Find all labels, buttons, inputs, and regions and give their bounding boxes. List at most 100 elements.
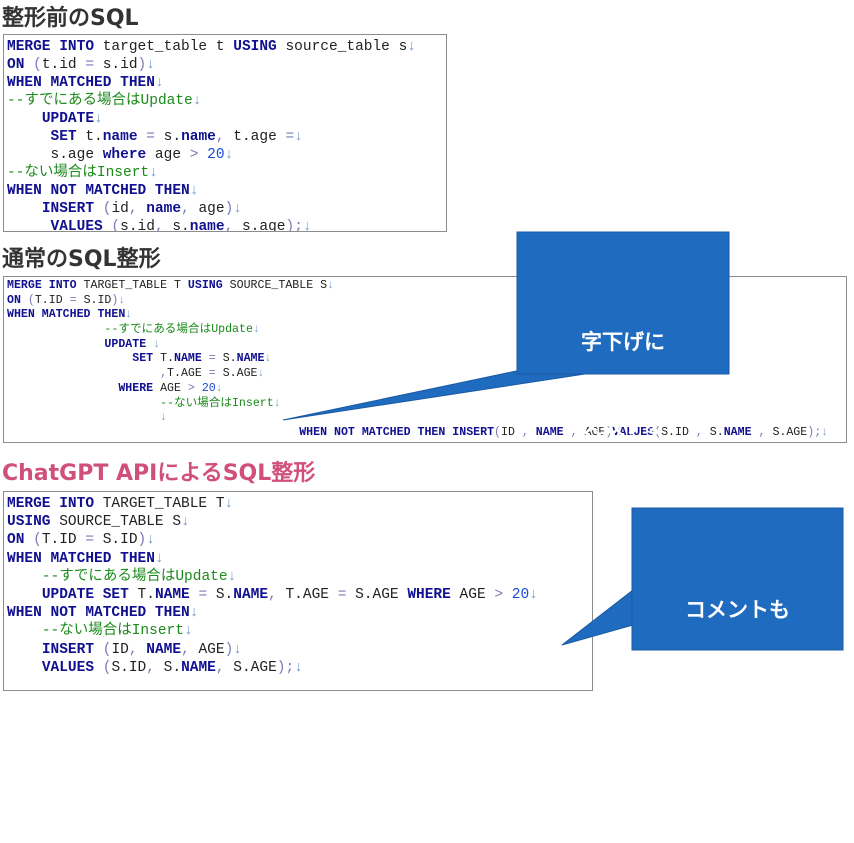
code-line: VALUES (s.id, s.name, s.age);↓ — [7, 218, 446, 232]
callout-comments-indented-line-1: コメントも — [685, 598, 790, 622]
code-token: T.AGE — [167, 367, 209, 381]
code-token: ) — [605, 425, 613, 439]
callout-indent-failure-line-2: 失敗する — [581, 414, 665, 438]
code-token: ON — [7, 57, 25, 73]
code-token: s.age — [7, 147, 103, 163]
code-token: S. — [222, 352, 237, 366]
code-line: --ない場合はInsert↓ — [7, 164, 446, 182]
code-token: = — [189, 586, 216, 603]
code-token: S.ID — [111, 659, 147, 676]
code-token: --ない場合はInsert — [41, 623, 184, 640]
code-token: age — [146, 147, 190, 163]
code-token: WHERE — [118, 381, 154, 395]
code-token: NAME — [236, 352, 265, 366]
code-token: = — [62, 293, 84, 307]
code-token: AGE — [450, 586, 495, 603]
newline-marker: ↓ — [94, 111, 103, 127]
newline-marker: ↓ — [302, 219, 312, 232]
code-line: --ない場合はInsert↓ — [7, 622, 592, 640]
code-line: WHEN NOT MATCHED THEN INSERT(ID , NAME ,… — [7, 426, 846, 441]
code-token: USING — [187, 279, 223, 292]
code-text-original: MERGE INTO target_table t USING source_t… — [4, 35, 446, 232]
code-line: --すでにある場合はUpdate↓ — [7, 568, 592, 586]
code-token: MERGE INTO — [7, 279, 77, 292]
code-token: MERGE INTO — [7, 496, 95, 512]
code-token: ) — [224, 641, 234, 658]
code-token: id — [111, 201, 129, 217]
code-line: MERGE INTO TARGET_TABLE T USING SOURCE_T… — [7, 279, 846, 294]
code-token: NAME — [181, 659, 216, 676]
code-token: > — [189, 147, 199, 163]
code-token: ); — [807, 425, 822, 439]
code-token: , — [268, 586, 277, 603]
code-token: WHEN MATCHED THEN — [7, 308, 126, 322]
code-token: VALUES — [612, 425, 655, 439]
code-line: INSERT (id, name, age)↓ — [7, 200, 446, 218]
code-token: --ない場合はInsert — [7, 165, 150, 181]
code-line: WHEN NOT MATCHED THEN↓ — [7, 604, 592, 622]
callout-indent-failure-text: 字下げに 失敗する — [517, 272, 729, 468]
code-token: S.ID — [661, 425, 689, 439]
code-token: ( — [654, 425, 662, 439]
code-token: , — [181, 641, 190, 658]
code-token: , — [128, 641, 138, 658]
code-text-chatgpt: MERGE INTO TARGET_TABLE T↓USING SOURCE_T… — [4, 492, 592, 677]
callout-comments-indented — [561, 507, 844, 651]
code-token: ON — [7, 532, 25, 549]
code-text-standard: MERGE INTO TARGET_TABLE T USING SOURCE_T… — [4, 277, 846, 441]
code-token: INSERT — [41, 641, 95, 658]
newline-marker: ↓ — [181, 514, 190, 531]
newline-marker: ↓ — [149, 165, 158, 181]
code-line: UPDATE SET T.NAME = S.NAME, T.AGE = S.AG… — [7, 586, 592, 604]
code-token: --すでにある場合はUpdate — [104, 323, 253, 337]
code-token: = — [201, 352, 223, 366]
code-token: WHEN NOT MATCHED THEN INSERT — [299, 425, 495, 439]
code-line: --すでにある場合はUpdate↓ — [7, 323, 846, 338]
code-token: SOURCE_TABLE S — [222, 279, 328, 292]
code-token: = — [76, 532, 103, 549]
code-token: S.ID — [102, 532, 138, 549]
code-line: --すでにある場合はUpdate↓ — [7, 92, 446, 110]
code-token: WHEN NOT MATCHED THEN — [7, 183, 190, 199]
section-title-standard: 通常のSQL整形 — [2, 247, 161, 272]
newline-marker: ↓ — [192, 93, 202, 109]
code-token: ( — [94, 641, 112, 658]
code-token: --ない場合はInsert — [160, 396, 274, 410]
code-token: NAME — [723, 425, 752, 439]
newline-marker: ↓ — [821, 425, 829, 439]
code-token: AGE — [584, 425, 606, 439]
code-line: s.age where age > 20↓ — [7, 146, 446, 164]
newline-marker: ↓ — [146, 532, 155, 549]
code-token: SET — [132, 352, 154, 366]
code-token: ( — [94, 201, 112, 217]
callout-indent-failure — [282, 231, 730, 421]
code-block-chatgpt: MERGE INTO TARGET_TABLE T↓USING SOURCE_T… — [3, 491, 593, 691]
code-token: S. — [215, 586, 234, 603]
code-token: ( — [494, 425, 501, 439]
code-line: ,T.AGE = S.AGE↓ — [7, 367, 846, 382]
code-token: ( — [24, 532, 42, 549]
code-token: T.ID — [34, 293, 63, 307]
code-token: ( — [20, 293, 35, 307]
code-token: ON — [7, 293, 21, 307]
section-title-original: 整形前のSQL — [2, 6, 139, 31]
code-token: ( — [24, 57, 42, 73]
code-token: t. — [76, 129, 103, 145]
code-token: S. — [709, 425, 724, 439]
code-line: WHEN MATCHED THEN↓ — [7, 74, 446, 92]
code-token: , — [215, 659, 225, 676]
newline-marker: ↓ — [227, 568, 237, 585]
code-token: S.ID — [83, 293, 112, 307]
code-token: = — [208, 367, 216, 381]
code-token: ) — [137, 57, 147, 73]
section-title-chatgpt: ChatGPT APIによるSQL整形 — [2, 461, 316, 486]
newline-marker: ↓ — [257, 367, 265, 381]
code-token: T.ID — [41, 532, 77, 549]
newline-marker: ↓ — [224, 496, 234, 512]
code-token: USING — [233, 39, 277, 55]
callout-comments-indented-text: コメントも 含めて 字下げされる — [632, 533, 843, 843]
code-token: --すでにある場合はUpdate — [7, 93, 193, 109]
code-token: S. — [154, 659, 182, 676]
code-token: VALUES — [41, 659, 95, 676]
code-token: target_table t — [94, 39, 234, 55]
